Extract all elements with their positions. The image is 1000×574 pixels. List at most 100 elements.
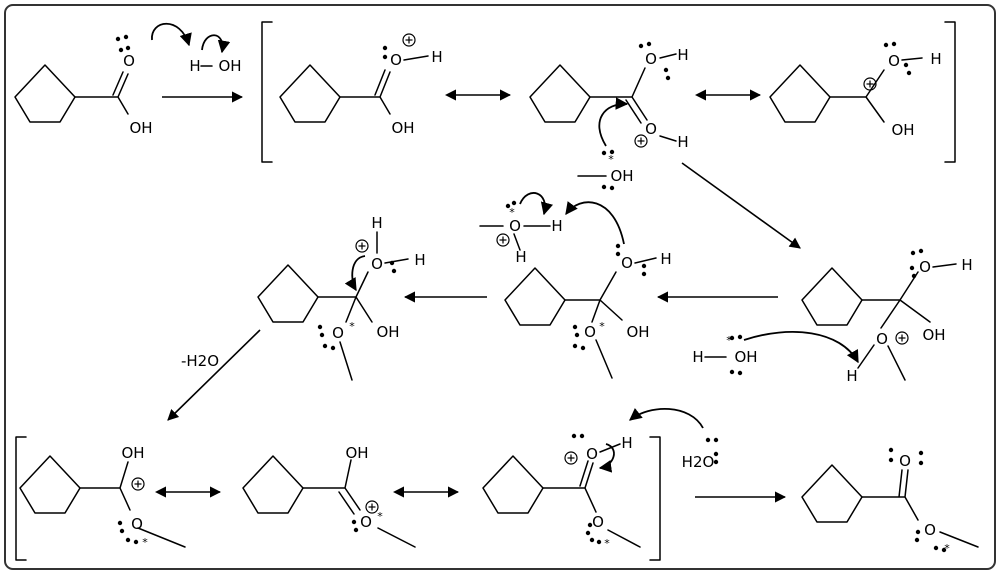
isotope-label: *: [599, 320, 605, 333]
lone-pair-dots: [638, 41, 671, 81]
atom-label: H: [431, 48, 442, 66]
curved-arrow: [565, 201, 625, 245]
atom-label: O: [899, 452, 911, 470]
lone-pair-dots: [382, 45, 388, 60]
atom-label: OH: [610, 167, 633, 185]
lone-pair-dots: [571, 433, 602, 545]
atom-label: OH: [734, 348, 757, 366]
atom-label: OH: [376, 323, 399, 341]
molecule-protonated-ester: O H O *: [482, 433, 641, 550]
reaction-arrow: [681, 162, 801, 249]
atom-label: O: [360, 513, 372, 531]
atom-label: O: [371, 255, 383, 273]
isotope-label: *: [509, 206, 515, 219]
lone-pair-dots: [909, 248, 924, 279]
atom-label: H: [846, 367, 857, 385]
atom-label: O: [509, 217, 521, 235]
atom-label: H2O: [682, 453, 715, 471]
atom-label: O: [919, 258, 931, 276]
lone-pair-dots: [729, 334, 743, 376]
atom-label: OH: [129, 119, 152, 137]
atom-label: O: [924, 521, 936, 539]
reagent-protonated-methanol: O * H H: [479, 192, 563, 266]
isotope-label: *: [142, 536, 148, 549]
curved-arrow: [629, 408, 704, 429]
molecule-methyl-ester-product: O O *: [801, 447, 979, 555]
molecule-tetrahedral-intermediate: O H OH O *: [504, 201, 672, 379]
atom-label: H: [551, 217, 562, 235]
atom-label: O: [621, 254, 633, 272]
atom-label: O: [584, 323, 596, 341]
molecule-oxocarbenium-carbocation: OH O *: [19, 444, 186, 549]
curved-arrow: [151, 22, 192, 47]
molecule-protonated-carbonyl: O H OH: [279, 33, 443, 137]
atom-label: H: [189, 57, 200, 75]
curved-arrow: [598, 443, 615, 473]
lone-pair-dots: [351, 519, 359, 533]
lone-pair-dots: [572, 243, 647, 351]
curved-arrow: [344, 255, 366, 292]
lone-pair-dots: [888, 447, 947, 553]
curved-arrow: [598, 97, 629, 147]
isotope-label: *: [604, 537, 610, 550]
isotope-label: *: [377, 510, 383, 523]
bracket-right: [944, 21, 956, 163]
lone-pair-dots: [705, 437, 719, 465]
bracket-right: [649, 436, 661, 561]
atom-label: H: [621, 434, 632, 452]
curved-arrow: [743, 331, 859, 364]
atom-label: O: [332, 324, 344, 342]
lone-pair-dots: [883, 41, 912, 76]
atom-label: O: [390, 51, 402, 69]
reagent-water: H OH: [189, 34, 242, 75]
molecule-protonated-hydroxyl: O H H OH O *: [257, 214, 426, 381]
atom-label: OH: [626, 323, 649, 341]
lone-pair-dots: [115, 34, 131, 53]
atom-label: H: [677, 133, 688, 151]
atom-label: H: [414, 251, 425, 269]
isotope-label: *: [608, 153, 614, 166]
atom-label: OH: [891, 121, 914, 139]
atom-label: O: [645, 120, 657, 138]
atom-label: OH: [922, 326, 945, 344]
loss-of-water-label: -H2O: [181, 352, 219, 370]
bracket-left: [15, 436, 27, 561]
molecule-carboxylic-acid: O OH: [14, 22, 192, 137]
atom-label: H: [371, 214, 382, 232]
molecule-protonated-carbonyl-resonance: O H O H: [529, 41, 689, 151]
curved-arrow: [519, 192, 554, 216]
atom-label: H: [677, 46, 688, 64]
molecule-oxonium-resonance: OH O *: [242, 444, 416, 548]
atom-label: H: [961, 256, 972, 274]
lone-pair-dots: [505, 200, 517, 209]
atom-label: OH: [218, 57, 241, 75]
atom-label: O: [876, 330, 888, 348]
lone-pair-dots: [317, 260, 397, 351]
atom-label: H: [515, 248, 526, 266]
reagent-water-final: H2O: [629, 408, 719, 471]
isotope-label: *: [349, 320, 355, 333]
isotope-label: *: [944, 542, 950, 555]
curved-arrow: [201, 34, 231, 54]
bracket-left: [261, 21, 273, 163]
atom-label: OH: [121, 444, 144, 462]
reagent-methanol: OH *: [577, 149, 634, 191]
atom-label: H: [692, 348, 703, 366]
molecule-carbocation: O H OH: [769, 41, 942, 139]
atom-label: OH: [345, 444, 368, 462]
atom-label: OH: [391, 119, 414, 137]
reaction-arrow: [167, 329, 261, 421]
atom-label: O: [123, 52, 135, 70]
molecule-oxonium-intermediate: O H OH O H: [801, 248, 973, 385]
isotope-label: *: [726, 334, 732, 347]
atom-label: O: [888, 52, 900, 70]
atom-label: H: [930, 50, 941, 68]
lone-pair-dots: [601, 149, 615, 191]
reagent-water-base: H OH *: [692, 331, 859, 376]
frame: [4, 4, 996, 570]
atom-label: H: [660, 250, 671, 268]
atom-label: O: [645, 50, 657, 68]
lone-pair-dots: [117, 520, 139, 545]
atom-label: O: [592, 513, 604, 531]
